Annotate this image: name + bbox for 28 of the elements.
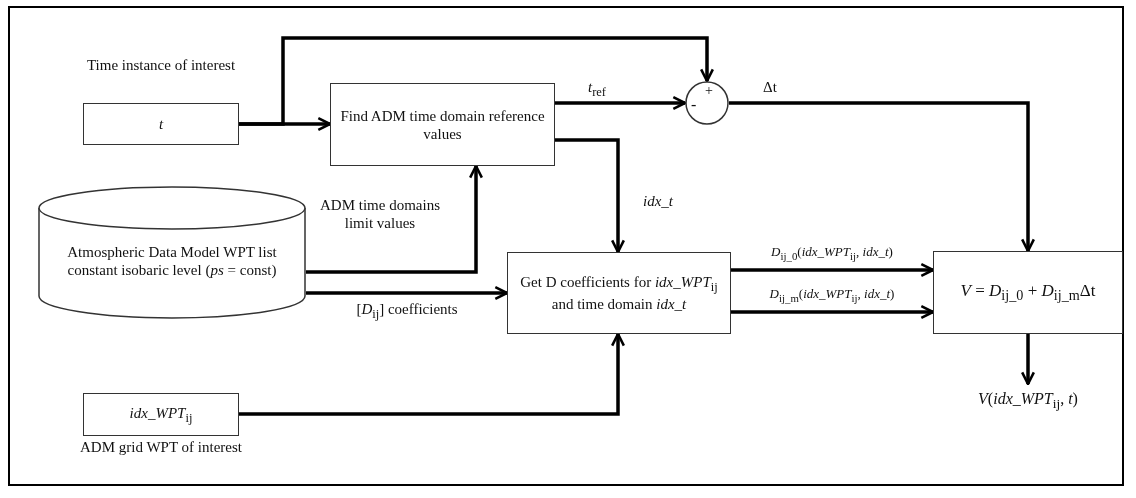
arrow bbox=[239, 332, 626, 416]
node-label: Find ADM time domain reference values bbox=[339, 106, 546, 143]
process-box bbox=[507, 252, 731, 334]
database-cylinder bbox=[38, 186, 306, 318]
node-label: idx_WPT$_{ij}$ bbox=[129, 403, 193, 426]
arrow bbox=[1020, 334, 1036, 386]
arrow bbox=[306, 285, 509, 301]
sign-symbol: + bbox=[705, 83, 713, 100]
arrow bbox=[306, 164, 484, 274]
summing-junction bbox=[685, 81, 729, 125]
arrow bbox=[239, 36, 715, 126]
arrow bbox=[555, 95, 687, 111]
process-box bbox=[330, 83, 555, 166]
node-label: V(idx_WPT$_{ij}$, t) bbox=[978, 389, 1078, 413]
sign-symbol: - bbox=[691, 95, 697, 115]
arrow bbox=[731, 304, 935, 320]
node-label: Get D coefficients for idx_WPT$_{ij}$ and time domain idx_t bbox=[519, 273, 719, 313]
caption-text: Time instance of interest bbox=[85, 56, 237, 74]
input-box bbox=[83, 393, 239, 436]
node-label: t bbox=[158, 115, 164, 133]
formula-box bbox=[933, 251, 1123, 334]
node-label: V = D$_{ij_0}$ + D$_{ij_m}$Δt bbox=[960, 280, 1096, 305]
arrow bbox=[731, 262, 935, 278]
arrow bbox=[555, 138, 626, 254]
arrow bbox=[729, 101, 1036, 253]
caption-text: ADM grid WPT of interest bbox=[79, 438, 243, 456]
node-label: Atmospheric Data Model WPT list constant isobaric level (ps = const) bbox=[66, 243, 278, 279]
input-box bbox=[83, 103, 239, 145]
